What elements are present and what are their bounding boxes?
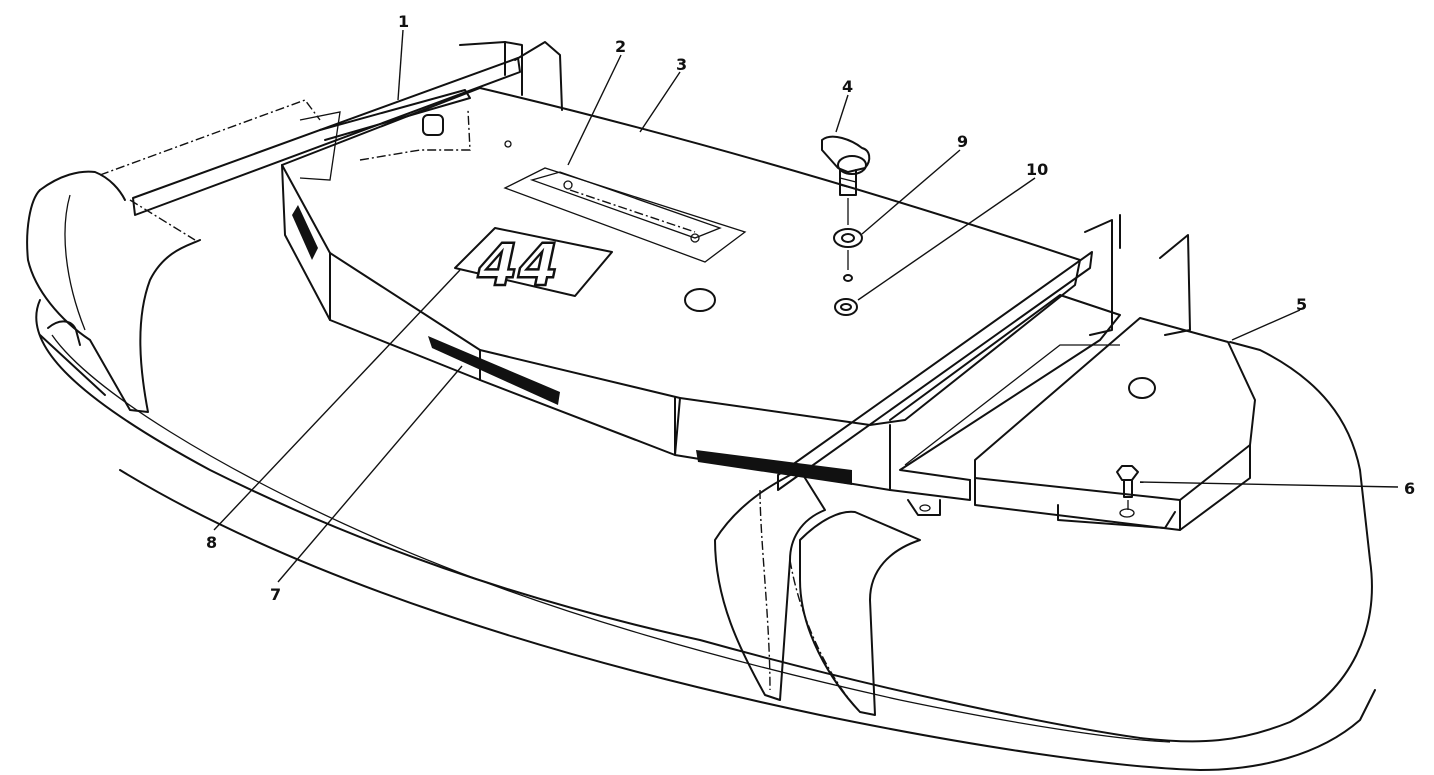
callout-10: 10	[1026, 160, 1048, 179]
callout-9: 9	[957, 132, 968, 151]
top-hole	[684, 288, 716, 312]
lock-nut	[834, 298, 858, 316]
wing-nut	[821, 135, 871, 225]
right-deflector	[714, 469, 921, 716]
callout-labels: 1 2 3 4 5 6 7 8 9 10	[206, 12, 1415, 604]
callout-5: 5	[1296, 295, 1307, 314]
side-channel	[889, 294, 1121, 516]
right-cover	[974, 317, 1256, 531]
left-deflector	[26, 170, 201, 413]
hinge-rod-right	[777, 214, 1191, 491]
callout-4: 4	[842, 77, 853, 96]
deck-shell	[35, 99, 1376, 771]
leader-lines	[213, 29, 1399, 583]
number-decal: 44	[454, 227, 613, 300]
callout-3: 3	[676, 55, 687, 74]
flat-washer	[833, 228, 863, 282]
flange-screw	[1116, 465, 1139, 510]
callout-7: 7	[270, 585, 281, 604]
hinge-rod-left	[132, 41, 563, 216]
callout-1: 1	[398, 12, 409, 31]
callout-8: 8	[206, 533, 217, 552]
decal-number: 44	[470, 232, 565, 299]
callout-6: 6	[1404, 479, 1415, 498]
slotted-plate	[503, 140, 747, 263]
callout-2: 2	[615, 37, 626, 56]
